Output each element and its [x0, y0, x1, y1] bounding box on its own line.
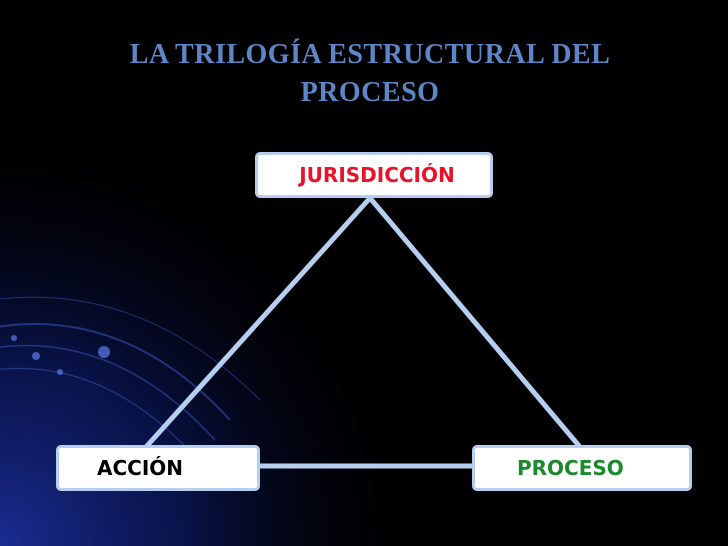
node-accion: ACCIÓN — [56, 445, 260, 491]
link-jurisdiccion-accion — [143, 195, 373, 450]
node-jurisdiccion-label: JURISDICCIÓN — [299, 163, 455, 187]
node-jurisdiccion: JURISDICCIÓN — [255, 152, 493, 198]
node-accion-label: ACCIÓN — [97, 456, 184, 480]
slide-title-line-2: PROCESO — [300, 77, 440, 108]
node-proceso: PROCESO — [472, 445, 692, 491]
slide-title: LA TRILOGÍA ESTRUCTURAL DEL PROCESO — [60, 36, 680, 112]
link-jurisdiccion-proceso — [367, 195, 583, 450]
node-proceso-label: PROCESO — [517, 456, 624, 480]
slide-title-line-1: LA TRILOGÍA ESTRUCTURAL DEL — [129, 39, 611, 70]
